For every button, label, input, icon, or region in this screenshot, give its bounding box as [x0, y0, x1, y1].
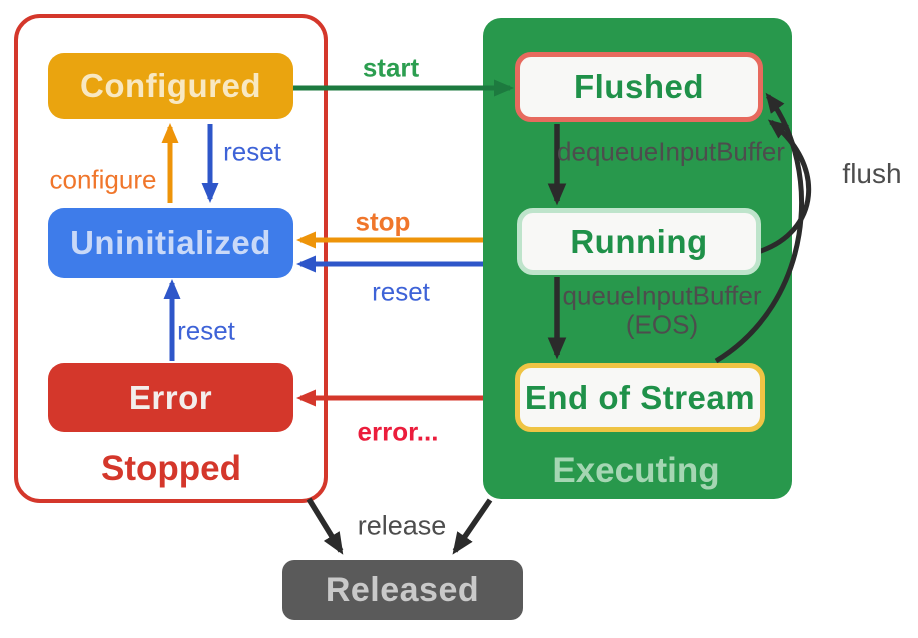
- group-label-stopped: Stopped: [101, 449, 241, 488]
- transition-label-queue-input-buffer-eos: (EOS): [625, 309, 699, 340]
- transition-label-reset-executing: reset: [372, 276, 430, 307]
- transition-label-reset-error: reset: [177, 315, 235, 346]
- transition-label-error: error...: [357, 416, 439, 447]
- transition-label-reset-configured: reset: [223, 136, 281, 167]
- state-released: Released: [282, 560, 523, 620]
- state-uninitialized: Uninitialized: [48, 208, 293, 278]
- arrow-release-from-executing: [452, 498, 493, 555]
- transition-label-start: start: [362, 52, 420, 83]
- group-label-executing: Executing: [552, 451, 720, 490]
- state-end-of-stream: End of Stream: [515, 363, 765, 432]
- state-running: Running: [517, 208, 761, 275]
- transition-label-configure: configure: [49, 164, 157, 195]
- arrow-release-from-stopped: [306, 497, 344, 555]
- state-flushed: Flushed: [515, 52, 763, 122]
- transition-label-release: release: [357, 510, 447, 541]
- transition-label-queue-input-buffer: queueInputBuffer: [562, 280, 762, 311]
- transition-label-flush: flush: [842, 158, 902, 189]
- transition-label-dequeue-input-buffer: dequeueInputBuffer: [557, 136, 785, 167]
- state-error: Error: [48, 363, 293, 432]
- state-configured: Configured: [48, 53, 293, 119]
- transition-label-stop: stop: [355, 206, 411, 237]
